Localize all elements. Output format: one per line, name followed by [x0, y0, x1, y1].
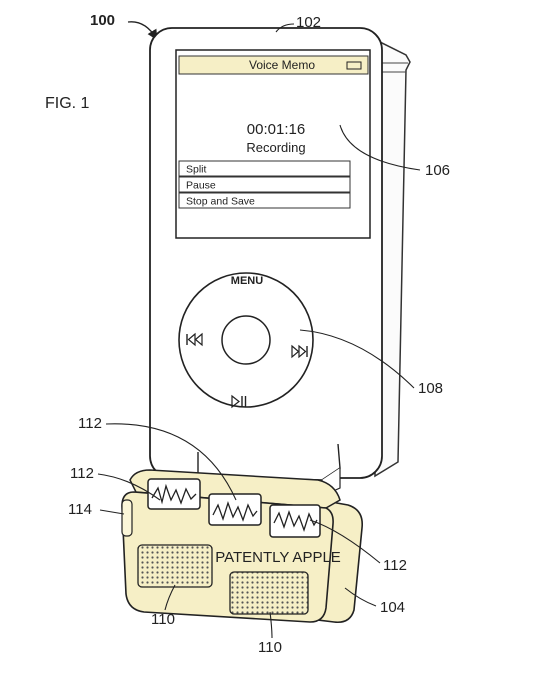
ref-104: 104: [380, 599, 405, 616]
menu-row[interactable]: [178, 176, 351, 193]
dock-connector: [197, 443, 341, 497]
fast-forward-icon[interactable]: [291, 344, 308, 359]
ref-106: 106: [425, 162, 450, 179]
waveform-icon: [212, 500, 258, 522]
menu-row[interactable]: [178, 192, 351, 209]
screen-title-bar: [178, 55, 369, 75]
device-screen: Voice Memo 00:01:16 Recording Split Paus…: [175, 49, 371, 239]
speaker-grille-right: [229, 571, 309, 615]
ref-108: 108: [418, 380, 443, 397]
microphone-right: [269, 504, 321, 538]
play-pause-icon[interactable]: [231, 394, 247, 409]
ref-110-right: 110: [258, 639, 282, 656]
microphone-left: [147, 478, 201, 510]
ref-110-left: 110: [151, 611, 175, 628]
ref-112-left: 112: [70, 465, 94, 482]
menu-row[interactable]: [178, 160, 351, 177]
center-button[interactable]: [221, 315, 271, 365]
recording-status: Recording: [246, 140, 305, 155]
recording-accessory: PATENTLY APPLE: [121, 469, 364, 624]
recording-time: 00:01:16: [247, 121, 305, 138]
screen-title: Voice Memo: [249, 58, 315, 72]
side-button[interactable]: [121, 499, 133, 537]
device-side: [374, 38, 411, 478]
menu-item-pause[interactable]: Pause: [186, 180, 216, 192]
figure-label: FIG. 1: [45, 95, 90, 112]
waveform-icon: [151, 483, 197, 505]
speaker-grille-left: [137, 544, 213, 588]
wheel-menu-label[interactable]: MENU: [231, 275, 263, 287]
ref-102: 102: [296, 14, 321, 31]
click-wheel[interactable]: MENU: [178, 272, 314, 409]
overall-ref-arrow: [127, 21, 158, 41]
microphone-center: [208, 493, 262, 526]
battery-icon: [346, 61, 362, 70]
ref-114: 114: [68, 501, 92, 518]
rewind-icon[interactable]: [186, 332, 203, 347]
waveform-icon: [273, 510, 318, 533]
watermark-text: PATENTLY APPLE: [215, 549, 341, 566]
ref-112-top: 112: [78, 415, 102, 432]
menu-item-stop-and-save[interactable]: Stop and Save: [186, 196, 255, 208]
menu-item-split[interactable]: Split: [186, 164, 207, 176]
ref-112-right: 112: [383, 557, 407, 574]
overall-ref-label: 100: [90, 12, 115, 29]
